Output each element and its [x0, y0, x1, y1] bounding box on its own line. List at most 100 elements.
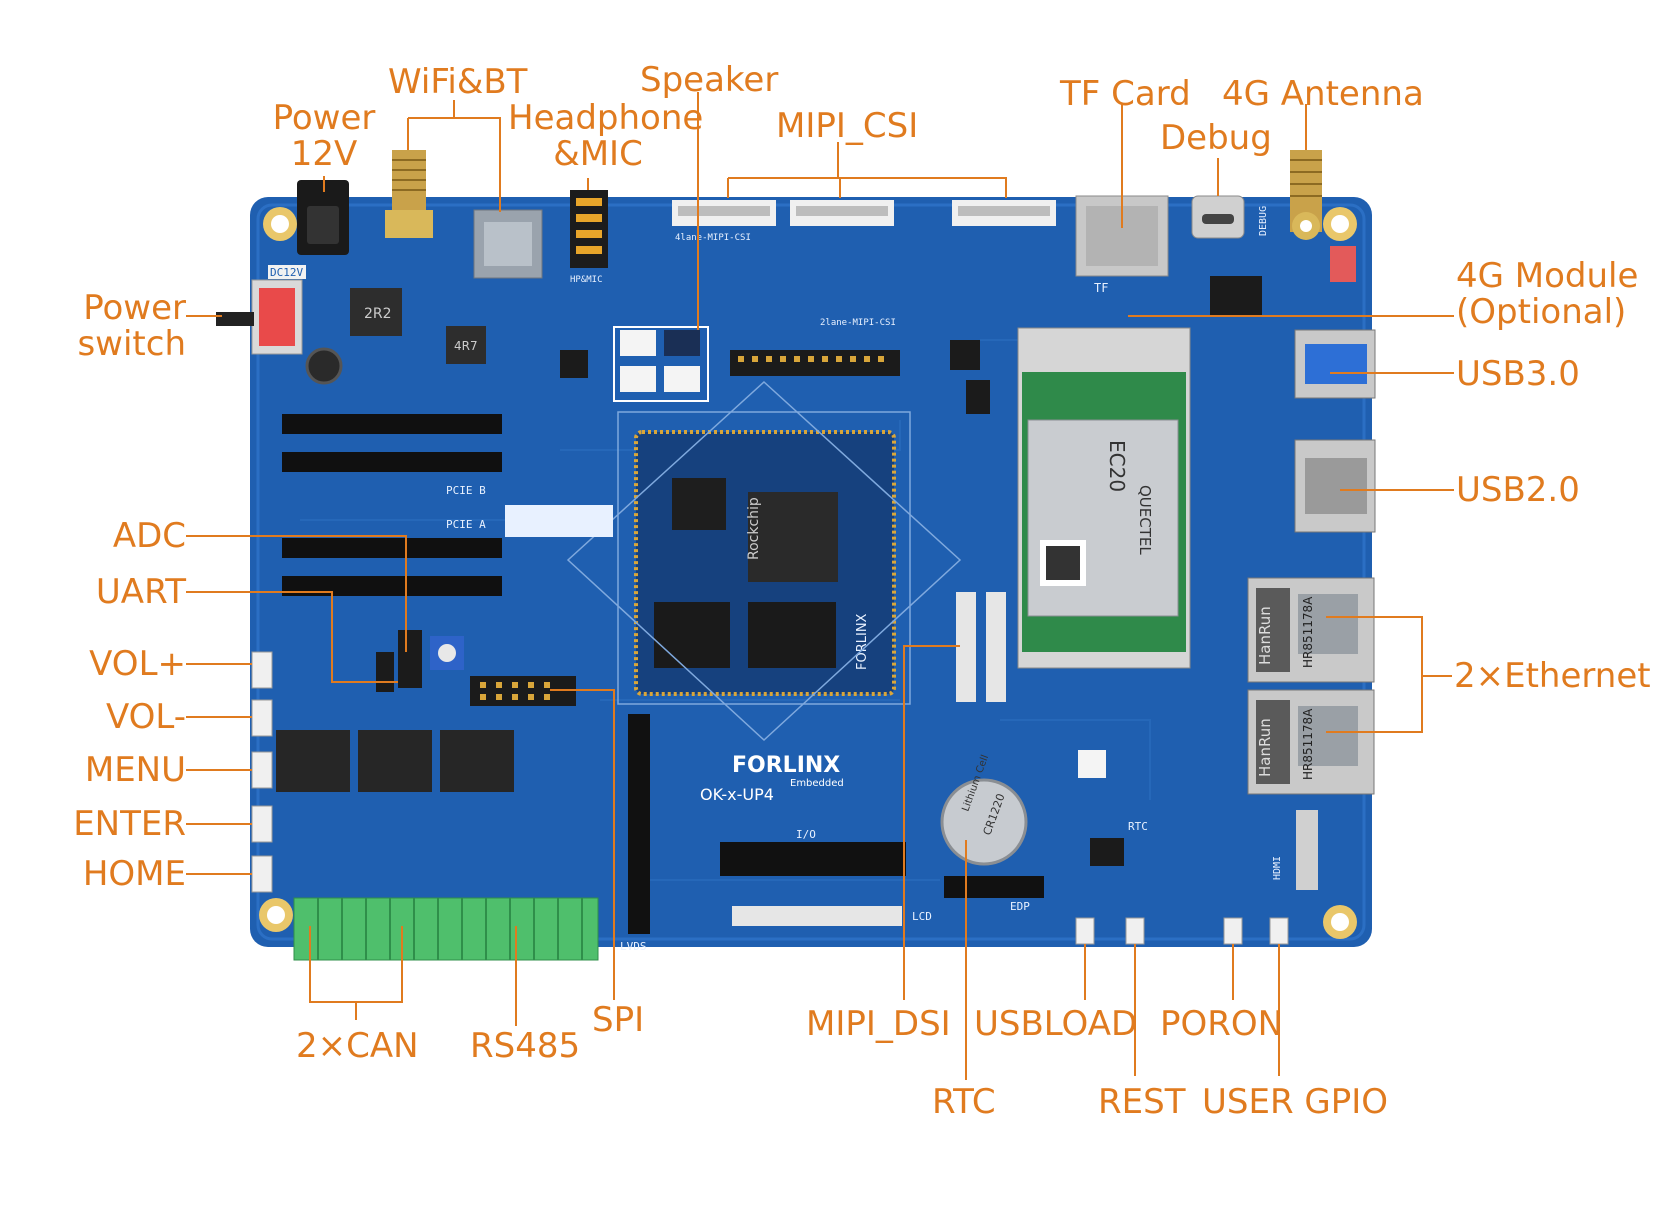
label-spi: SPI — [592, 1000, 645, 1040]
label-home: HOME — [82, 854, 186, 894]
eth-part: HR851178A — [1301, 596, 1315, 668]
pmic-chip — [672, 478, 726, 530]
module-brand: FORLINX — [855, 613, 870, 670]
mipi-csi-connectors — [672, 200, 1056, 226]
label-vol-plus: VOL+ — [89, 644, 186, 684]
dip-switch-red — [1330, 246, 1356, 282]
leader-lines — [186, 92, 1454, 1080]
pcie-a-slot — [282, 538, 502, 558]
ethernet-jack — [1247, 577, 1375, 683]
eth-brand: HanRun — [1256, 718, 1274, 777]
bottom-buttons — [1075, 917, 1289, 945]
silk-4lane-csi: 4lane-MIPI-CSI — [675, 233, 751, 243]
label-mipi-csi: MIPI_CSI — [776, 106, 919, 146]
label-ethernet: 2×Ethernet — [1454, 656, 1651, 696]
rtc-coin-cell — [940, 778, 1028, 866]
label-adc: ADC — [112, 516, 186, 556]
ethernet-jack — [1247, 689, 1375, 795]
label-usb30: USB3.0 — [1456, 354, 1580, 394]
svg-text:2R2: 2R2 — [364, 306, 392, 322]
silk-hp-mic: HP&MIC — [570, 275, 603, 285]
isolation-module — [440, 730, 514, 792]
speaker-connector — [664, 330, 700, 356]
lte-shield-can — [1027, 419, 1179, 617]
boot-table — [505, 505, 613, 537]
label-4g-antenna: 4G Antenna — [1222, 74, 1424, 114]
silk-hdmi: HDMI — [1272, 856, 1283, 880]
memory-chip — [748, 602, 836, 668]
silk-lcd: LCD — [912, 910, 932, 923]
mipi-dsi-connector — [986, 592, 1006, 702]
module-keepout-outline — [566, 380, 962, 742]
label-power-12v: Power 12V — [272, 98, 376, 174]
button-vol-minus — [251, 699, 273, 737]
board-brand: FORLINX — [732, 753, 840, 778]
label-usbload: USBLOAD — [974, 1004, 1138, 1044]
modem-brand: QUECTEL — [1136, 485, 1154, 555]
label-headphone-mic: Headphone &MIC — [508, 98, 704, 174]
label-debug: Debug — [1160, 118, 1272, 158]
button-menu — [251, 751, 273, 789]
hdmi-connector — [1296, 810, 1318, 890]
silk-tf: TF — [1094, 281, 1108, 295]
adc-header — [376, 652, 394, 692]
label-rest: REST — [1098, 1082, 1186, 1122]
eth-brand: HanRun — [1256, 606, 1274, 665]
terminal-block — [293, 897, 599, 961]
button-user-gpio — [1269, 917, 1289, 945]
silk-lvds: LVDS — [620, 940, 647, 953]
label-rs485: RS485 — [470, 1026, 581, 1066]
label-mipi-dsi: MIPI_DSI — [806, 1004, 951, 1044]
core-module-outline — [617, 411, 911, 705]
label-poron: PORON — [1160, 1004, 1284, 1044]
mipi-dsi-connector — [956, 592, 976, 702]
silk-pcie-a: PCIE A — [446, 518, 486, 531]
button-poron — [1223, 917, 1243, 945]
button-usbload — [1075, 917, 1095, 945]
button-vol-plus — [251, 651, 273, 689]
label-can: 2×CAN — [296, 1026, 419, 1066]
label-usb20: USB2.0 — [1456, 470, 1580, 510]
label-user-gpio: USER GPIO — [1202, 1082, 1389, 1122]
lvds-header — [628, 714, 650, 934]
pin-header-mipi-csi — [730, 350, 900, 376]
silk-debug: DEBUG — [1258, 206, 1269, 236]
board-model: OK-x-UP4 — [700, 785, 774, 804]
inductor-2r2 — [350, 288, 402, 336]
mounting-holes — [259, 207, 1357, 939]
button-enter — [251, 805, 273, 843]
side-buttons — [251, 651, 273, 893]
label-speaker: Speaker — [640, 60, 779, 100]
eth-part: HR851178A — [1301, 708, 1315, 780]
label-tf-card: TF Card — [1060, 74, 1191, 114]
label-vol-minus: VOL- — [105, 697, 186, 737]
uart-header — [398, 630, 422, 688]
soc-chip — [748, 492, 838, 582]
io-header — [720, 842, 906, 876]
modem-model: EC20 — [1105, 440, 1129, 492]
silk-pcie-b: PCIE B — [446, 484, 486, 497]
button-home — [251, 855, 273, 893]
label-menu: MENU — [84, 750, 186, 790]
label-rtc: RTC — [932, 1082, 996, 1122]
label-wifi-bt: WiFi&BT — [388, 62, 528, 102]
isolation-module — [358, 730, 432, 792]
inductor-4r7 — [446, 326, 486, 364]
usb-hub-ic — [1210, 276, 1262, 316]
pcie-a-slot — [282, 576, 502, 596]
silk-dc12v: DC12V — [270, 266, 303, 279]
speaker-connector — [620, 330, 656, 356]
label-4g-module: 4G Module (Optional) — [1456, 256, 1639, 332]
silk-2lane-csi: 2lane-MIPI-CSI — [820, 318, 896, 328]
speaker-connector — [664, 366, 700, 392]
silk-rtc: RTC — [1128, 820, 1148, 833]
button-rest — [1125, 917, 1145, 945]
lcd-fpc-connector — [732, 906, 902, 926]
memory-chip — [654, 602, 730, 668]
label-power-switch: Power switch — [77, 288, 186, 364]
silk-edp: EDP — [1010, 900, 1030, 913]
label-uart: UART — [95, 572, 186, 612]
speaker-connector — [620, 366, 656, 392]
